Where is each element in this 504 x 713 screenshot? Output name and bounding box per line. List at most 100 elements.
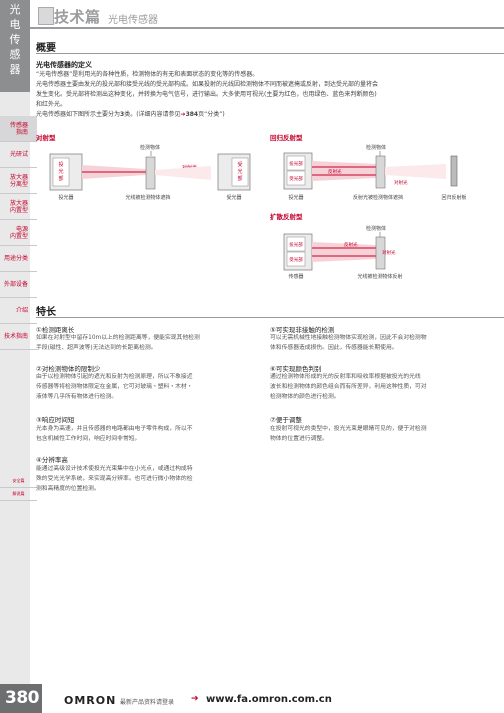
feature-body-5: 可以无需机械性地接触检测物体实现检测，因此不会对检测物 体和传感器造成损伤。因此… — [270, 333, 502, 353]
retro-emitter-part — [286, 155, 306, 171]
diffuse-receiver-part — [286, 251, 306, 267]
feature-body-1: 如果在对射型中留存10m以上的检测距离等，便能实现其他检测 手段(磁性、超声波等… — [36, 333, 262, 353]
through-beam-beam-label: 对射光 — [182, 164, 197, 171]
diffuse-beam-label: 对射光 — [382, 249, 396, 256]
feature-title-7: ⑦便于调整 — [270, 416, 302, 424]
sidebar-item-label: 放大器 — [9, 199, 28, 207]
diffuse-emitter-part — [286, 236, 306, 252]
diffuse-object-label: 检测物体 — [366, 225, 386, 232]
retro-state-label: 反射光被检测物体遮挡 — [353, 194, 403, 201]
diffuse-emitter-label: 投光部 — [289, 241, 303, 248]
feature-line: 传感器等将检测物体限定在金属，它可对玻璃・塑料・木材・ — [36, 384, 193, 390]
feature-body-6: 通过检测物体形成的光的反射率和吸收率根据被投光的光线 波长和检测物体的颜色组合而… — [270, 372, 502, 402]
retro-reflector-label: 回归反射板 — [441, 194, 466, 201]
sidebar-small-item-explain[interactable]: 解说篇 — [0, 488, 37, 501]
definition-para-2a: 光电传感器主要由发光的投光部和接受光线的受光部构成。如果投射的光线因检测物体不同… — [36, 81, 379, 88]
sidebar-item-peripherals[interactable]: 外部设备 — [0, 272, 37, 298]
features-rule — [36, 317, 504, 318]
sidebar-item-application[interactable]: 用途分类 — [0, 246, 37, 272]
sidebar-item-label: 外部设备 — [3, 281, 28, 288]
sidebar-item-tech-guide[interactable]: 技术指南 — [0, 324, 37, 350]
through-beam-diagram: 检测物体 投 光 部 对射光 受 光 部 投光器 光线被检测物体遮挡 受光器 — [49, 144, 251, 201]
sidebar-title-char: 器 — [9, 63, 21, 76]
footer-url-link[interactable]: www.fa.omron.com.cn — [206, 694, 332, 705]
emitter-part — [52, 157, 70, 187]
sidebar-item-amp-builtin[interactable]: 放大器 内置型 — [0, 194, 37, 220]
sidebar-title-char: 感 — [9, 48, 21, 61]
sidebar-item-label: 电源 — [15, 225, 28, 233]
feature-title-1: ①检测距离长 — [36, 326, 75, 334]
sidebar-small-item-safety[interactable]: 安全篇 — [0, 475, 37, 488]
through-beam-title: 对射型 — [36, 134, 56, 142]
retro-diagram: 检测物体 投光部 受光部 反射光 对射光 投光器 反射光被检测物体遮挡 回归反射… — [283, 144, 467, 201]
omron-logo: OMRON — [64, 694, 117, 707]
diffuse-state-label: 光线被检测物体反射 — [357, 273, 402, 280]
feature-line: 手段(磁性、超声波等)无法达到的长距离检测。 — [36, 345, 157, 351]
diffuse-diagram: 检测物体 投光部 受光部 反射光 对射光 传感器 光线被检测物体反射 — [283, 225, 403, 280]
feature-line: 测和高精度的位置检测。 — [36, 486, 100, 492]
diffuse-device-label: 传感器 — [288, 273, 303, 280]
feature-line: 通过检测物体形成的光的反射率和吸收率根据被投光的光线 — [270, 374, 421, 380]
feature-line: 能通过高级设计技术使投光光束集中在小光点，或通过构成特 — [36, 466, 193, 472]
feature-line: 由于以检测物体引起的遮光和反射为检测原理，所以不象接近 — [36, 374, 193, 380]
feature-line: 在投射可视光的类型中，投光光束是眼睛可见的，便于对检测 — [270, 426, 427, 432]
feature-line: 包含机械性工作时间，响应时间非常短。 — [36, 436, 141, 442]
retro-beam-shape — [312, 161, 376, 181]
feature-body-4: 能通过高级设计技术使投光光束集中在小光点，或通过构成特 殊的受光光学系统，来实现… — [36, 464, 262, 494]
sidebar-item-sensor-guide[interactable]: 传感器 指南 — [0, 116, 37, 142]
sidebar-item-label: 指南 — [15, 128, 28, 136]
sidebar-title-char: 光 — [9, 3, 21, 16]
through-beam-receiver-label: 受光器 — [226, 194, 241, 201]
retro-device-label: 投光器 — [288, 194, 303, 201]
feature-title-5: ⑤可实现非接触的检测 — [270, 326, 335, 334]
sidebar-item-label: 技术指南 — [3, 333, 28, 340]
receiver-char: 受 — [237, 161, 242, 168]
emitter-char: 光 — [58, 168, 63, 175]
feature-line: 可以无需机械性地接触检测物体实现检测，因此不会对检测物 — [270, 335, 427, 341]
retro-emitter-label: 投光部 — [289, 160, 303, 167]
sidebar — [0, 0, 30, 713]
feature-line: 液体等几乎所有物体进行检测。 — [36, 394, 118, 400]
retro-object-label: 检测物体 — [366, 144, 386, 151]
sidebar-item-intro[interactable]: 介绍 — [0, 298, 37, 324]
definition-para-1: “光电传感器”是利用光的各种性质，检测物体的有无和表面状态的变化等的传感器。 — [36, 71, 259, 78]
receiver-char: 光 — [237, 168, 242, 175]
feature-line: 波长和检测物体的颜色组合而有所差异，利用这种性质，可对 — [270, 384, 427, 390]
retro-title: 回归反射型 — [270, 134, 303, 142]
diffuse-title: 扩散反射型 — [270, 213, 303, 221]
page-header: 技术篇 光电传感器 — [30, 0, 504, 30]
features-heading: 特长 — [36, 307, 56, 318]
chapter-title: 技术篇 — [54, 8, 101, 26]
feature-title-6: ⑥可实现颜色判别 — [270, 365, 322, 373]
feature-line: 物体的位置进行调整。 — [270, 436, 328, 442]
sidebar-small-labels: 安全篇 解说篇 — [0, 475, 37, 501]
feature-line: 光本身为高速，并且传感器的电路都由电子零件构成，所以不 — [36, 426, 193, 432]
retro-blocked-shape — [385, 164, 446, 179]
retro-receiver-part — [286, 170, 306, 186]
feature-body-2: 由于以检测物体引起的遮光和反射为检测原理，所以不象接近 传感器等将检测物体限定在… — [36, 372, 262, 402]
feature-body-7: 在投射可视光的类型中，投光光束是眼睛可见的，便于对检测 物体的位置进行调整。 — [270, 424, 502, 444]
feature-line: 如果在对射型中留存10m以上的检测距离等，便能实现其他检测 — [36, 335, 200, 341]
para3-count: 3 — [120, 111, 125, 118]
sidebar-item-label: 用途分类 — [3, 255, 28, 262]
sidebar-title-char: 传 — [9, 33, 21, 46]
page-number-block — [0, 684, 42, 713]
sidebar-item-label: 传感器 — [9, 121, 28, 129]
para3-page-link[interactable]: 384 — [185, 111, 199, 118]
feature-title-3: ③响应时间短 — [36, 416, 75, 424]
retro-reflect-label: 反射光 — [328, 168, 342, 175]
diffuse-receiver-label: 受光部 — [289, 256, 303, 263]
emitter-char: 部 — [58, 175, 63, 182]
sidebar-item-label: 介绍 — [15, 307, 28, 314]
sidebar-item-trial[interactable]: 光研试 — [0, 142, 37, 168]
sidebar-item-power-builtin[interactable]: 电源 内置型 — [0, 220, 37, 246]
overview-rule — [36, 53, 504, 54]
through-beam-state-label: 光线被检测物体遮挡 — [125, 194, 170, 201]
page-number: 380 — [5, 688, 40, 708]
diffuse-beam-shape — [312, 242, 376, 262]
feature-title-2: ②对检测物体的限制少 — [36, 365, 101, 373]
diffuse-reflect-label: 反射光 — [344, 241, 358, 248]
sidebar-item-label: 放大器 — [9, 173, 28, 181]
sidebar-item-amp-separate[interactable]: 放大器 分离型 — [0, 168, 37, 194]
feature-line: 体和传感器造成损伤。因此，传感器能长期使用。 — [270, 345, 398, 351]
